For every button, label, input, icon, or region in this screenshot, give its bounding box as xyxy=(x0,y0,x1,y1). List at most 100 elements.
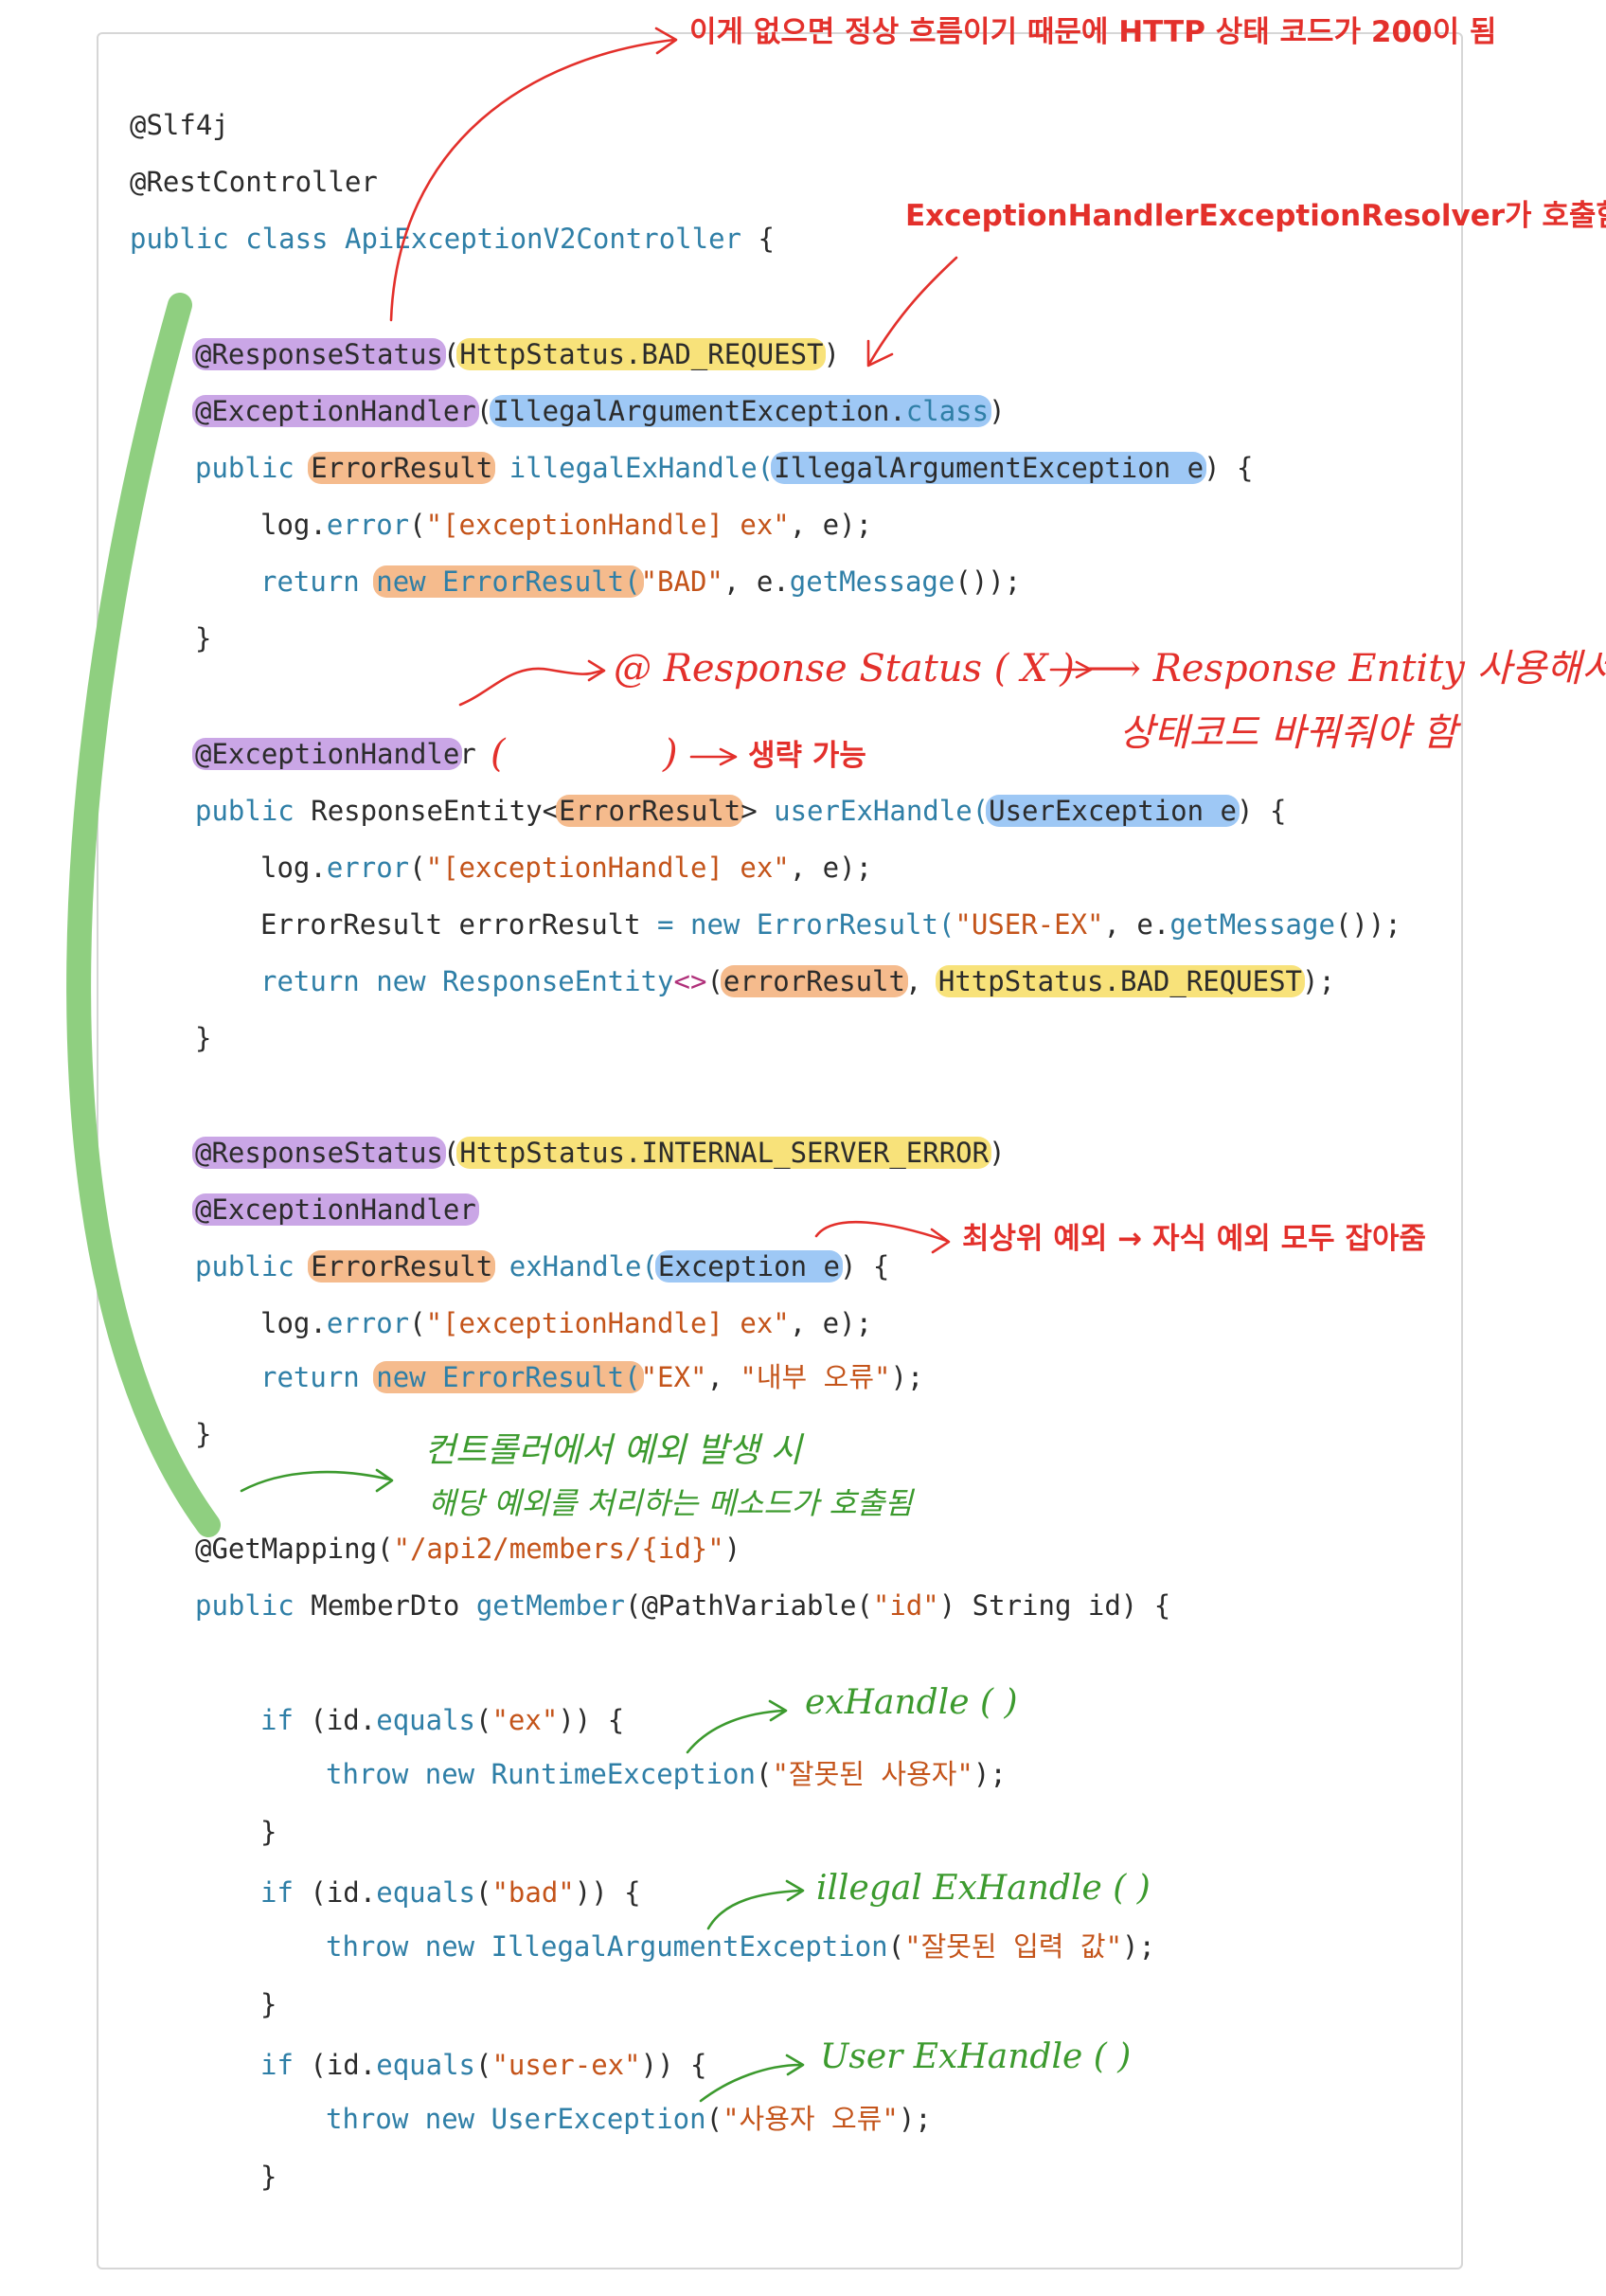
if-paren: ( xyxy=(475,1876,492,1909)
class-name: ApiExceptionV2Controller xyxy=(344,223,742,255)
code-line-return-1: return new ErrorResult("BAD", e.getMessa… xyxy=(260,563,1021,601)
responsestatus-annotation: @ResponseStatus xyxy=(192,338,446,370)
method-name-getmember: getMember xyxy=(475,1589,625,1622)
code-line-restcontroller: @RestController xyxy=(130,163,378,201)
note-controller-exception: 컨트롤러에서 예외 발생 시 xyxy=(424,1431,802,1470)
getmapping-path: "/api2/members/{id}" xyxy=(393,1533,724,1565)
throw-paren: ( xyxy=(887,1930,905,1963)
public-keyword: public xyxy=(195,1250,294,1283)
responseentity-type: ResponseEntity< xyxy=(311,795,560,827)
omit-paren-left: ( xyxy=(491,732,506,776)
method-open: ) { xyxy=(839,1250,890,1283)
note-top-exception: 최상위 예외 → 자식 예외 모두 잡아줌 xyxy=(962,1222,1427,1256)
code-line-responsestatus-1: @ResponseStatus(HttpStatus.BAD_REQUEST) xyxy=(192,335,840,373)
errorresult-type: ErrorResult xyxy=(308,1250,496,1283)
code-line-if-user-ex: if (id.equals("user-ex")) { xyxy=(260,2046,706,2084)
assign-op: = xyxy=(657,908,674,941)
code-line-close-3: } xyxy=(195,1415,211,1453)
note-exhandle: exHandle ( ) xyxy=(805,1683,1018,1722)
ex-literal: "ex" xyxy=(491,1704,559,1736)
illegal-argument-class-arg: IllegalArgumentException.class xyxy=(490,395,992,427)
code-line-log-3: log.error("[exceptionHandle] ex", e); xyxy=(260,1304,872,1342)
return-keyword: return xyxy=(260,1361,360,1393)
log-paren: ( xyxy=(409,852,426,884)
code-line-if-bad: if (id.equals("bad")) { xyxy=(260,1874,641,1911)
getmessage-method: getMessage xyxy=(1169,908,1335,941)
if-keyword: if xyxy=(260,2049,294,2081)
user-error-string: "사용자 오류" xyxy=(723,2103,899,2135)
return-end: ()); xyxy=(955,565,1022,598)
generic-close: > xyxy=(741,795,758,827)
code-line-user-handler-sig: public ResponseEntity<ErrorResult> userE… xyxy=(195,792,1286,830)
code-line-close-1: } xyxy=(195,619,211,657)
internal-error-string: "내부 오류" xyxy=(740,1361,891,1393)
code-line-illegal-handler-sig: public ErrorResult illegalExHandle(Illeg… xyxy=(195,449,1253,487)
equals-method: equals xyxy=(376,1704,475,1736)
return-keyword: return xyxy=(260,565,360,598)
public-keyword: public xyxy=(195,1589,294,1622)
id-string: "id" xyxy=(872,1589,939,1622)
getmessage-method: getMessage xyxy=(789,565,955,598)
status-internal-server-error: HttpStatus.INTERNAL_SERVER_ERROR xyxy=(456,1137,992,1169)
equals-method: equals xyxy=(376,2049,475,2081)
throw-end: ); xyxy=(1122,1930,1155,1963)
if-end: )) { xyxy=(574,1876,641,1909)
throw-new-keywords: throw new xyxy=(326,1930,475,1963)
public-keyword: public xyxy=(195,452,294,484)
annotation-slf4j: @Slf4j xyxy=(130,109,229,141)
code-line-slf4j: @Slf4j xyxy=(130,106,229,144)
equals-method: equals xyxy=(376,1876,475,1909)
method-open: ) { xyxy=(1237,795,1287,827)
errorresult-ctor: ErrorResult( xyxy=(756,908,955,941)
arg-comma: , xyxy=(706,1361,741,1393)
note-user-exhandle: User ExHandle ( ) xyxy=(820,2037,1132,2076)
code-line-throw-runtime: throw new RuntimeException("잘못된 사용자"); xyxy=(326,1755,1007,1793)
closing-brace: } xyxy=(195,622,212,655)
public-keyword: public xyxy=(195,795,294,827)
if-keyword: if xyxy=(260,1704,294,1736)
code-line-return-2: return new ResponseEntity<>(errorResult,… xyxy=(260,962,1335,1000)
memberdto-type: MemberDto xyxy=(311,1589,460,1622)
if-condition: (id. xyxy=(310,1876,377,1909)
log-paren: ( xyxy=(409,509,426,541)
exceptionhandler-annotation: @ExceptionHandler xyxy=(192,395,479,427)
log-ref: log. xyxy=(260,509,327,541)
code-line-ex-handler-sig: public ErrorResult exHandle(Exception e)… xyxy=(195,1247,889,1285)
log-string: "[exceptionHandle] ex" xyxy=(425,509,790,541)
errorresult-arg: errorResult xyxy=(720,965,908,997)
code-line-close-if-1: } xyxy=(260,1813,277,1851)
code-line-getmapping: @GetMapping("/api2/members/{id}") xyxy=(195,1530,741,1568)
exceptionhandler-annotation: @ExceptionHandle xyxy=(192,738,463,770)
closing-brace: } xyxy=(260,1816,277,1848)
code-line-errorresult-var: ErrorResult errorResult = new ErrorResul… xyxy=(260,906,1401,943)
note-handler-called: 해당 예외를 처리하는 메소드가 호출됨 xyxy=(428,1485,913,1521)
log-args: , e); xyxy=(789,509,873,541)
log-error-method: error xyxy=(326,852,410,884)
return-new-keywords: return new xyxy=(260,965,426,997)
class-keyword-literal: class xyxy=(905,395,990,427)
code-line-return-3: return new ErrorResult("EX", "내부 오류"); xyxy=(260,1358,923,1396)
throw-new-keywords: throw new xyxy=(326,1758,475,1790)
code-line-exceptionhandler-1: @ExceptionHandler(IllegalArgumentExcepti… xyxy=(192,392,1006,430)
closing-brace: } xyxy=(260,2161,277,2193)
arg-comma: , xyxy=(904,965,938,997)
responsestatus-annotation: @ResponseStatus xyxy=(192,1137,446,1169)
code-line-log-1: log.error("[exceptionHandle] ex", e); xyxy=(260,506,872,544)
throw-new-keywords: throw new xyxy=(326,2103,475,2135)
code-line-throw-illegal: throw new IllegalArgumentException("잘못된 … xyxy=(326,1928,1155,1965)
getmember-params: ) String id) { xyxy=(938,1589,1171,1622)
note-illegal-exhandle: illegal ExHandle ( ) xyxy=(816,1869,1151,1908)
if-end: )) { xyxy=(558,1704,625,1736)
note-resolver: ExceptionHandlerExceptionResolver가 호출함 xyxy=(905,199,1606,233)
closing-brace: } xyxy=(195,1022,212,1054)
code-line-throw-user: throw new UserException("사용자 오류"); xyxy=(326,2100,932,2138)
ex-string: "EX" xyxy=(640,1361,707,1393)
runtime-exception-class: RuntimeException xyxy=(491,1758,756,1790)
code-line-close-2: } xyxy=(195,1019,211,1057)
return-end: ); xyxy=(890,1361,924,1393)
diamond-op: <> xyxy=(673,965,707,997)
new-keyword: new xyxy=(689,908,741,941)
responseentity-ctor: ResponseEntity xyxy=(442,965,674,997)
note-responsestatus-x: @ Response Status ( X ) ⟶ Response Entit… xyxy=(614,647,1606,691)
class-brace: { xyxy=(741,223,775,255)
